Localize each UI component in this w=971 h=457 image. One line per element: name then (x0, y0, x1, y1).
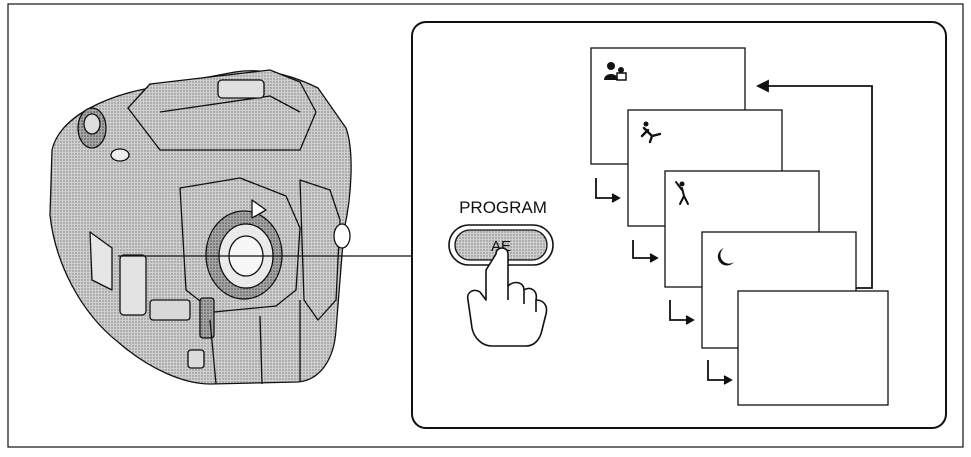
program-label: PROGRAM (459, 198, 547, 217)
camcorder-illustration (50, 70, 351, 384)
screen-auto (738, 291, 888, 405)
